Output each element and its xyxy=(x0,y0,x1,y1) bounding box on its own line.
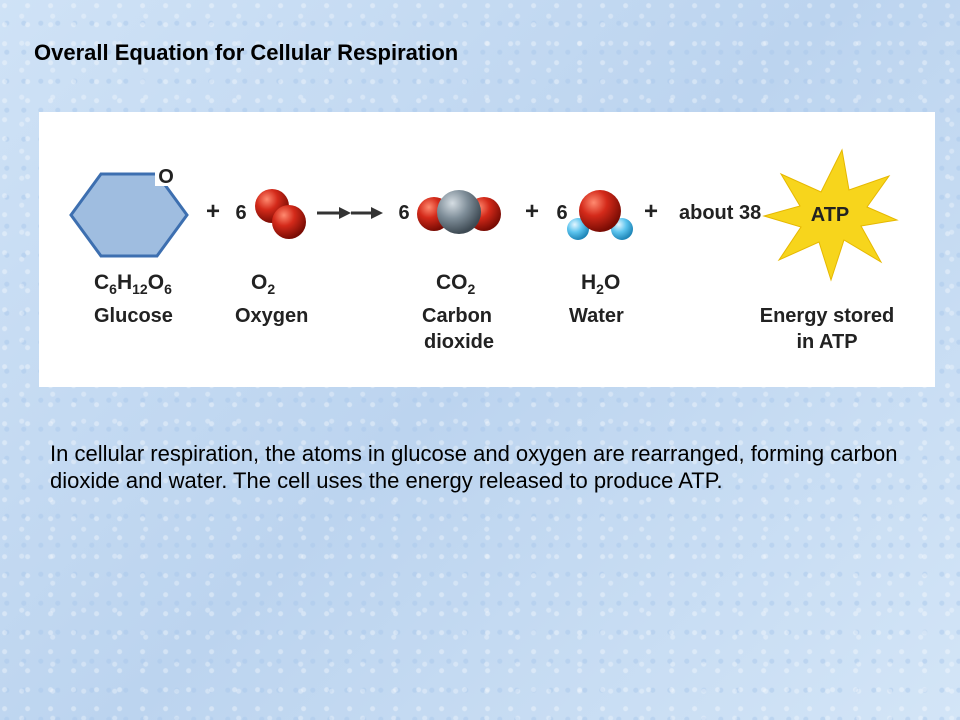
co2-name-line1: Carbon xyxy=(422,305,492,327)
oxygen-formula: O2 xyxy=(251,271,275,297)
carbon-dioxide-molecule-icon xyxy=(417,190,501,234)
atp-prefix-label: about 38 xyxy=(679,202,761,224)
glucose-formula: C6H12O6 xyxy=(94,271,172,297)
water-name: Water xyxy=(569,305,624,327)
plus-sign-2: + xyxy=(525,198,539,225)
glucose-name: Glucose xyxy=(94,305,173,327)
slide-title: Overall Equation for Cellular Respiratio… xyxy=(34,40,459,65)
atp-star-label: ATP xyxy=(811,204,850,226)
equation-diagram: O + 6 6 + 6 xyxy=(39,112,935,387)
atp-name-line1: Energy stored xyxy=(760,305,894,327)
atp-energy-star-icon xyxy=(762,148,899,282)
plus-sign-1: + xyxy=(206,198,220,225)
oxygen-coefficient: 6 xyxy=(235,202,246,224)
description-paragraph: In cellular respiration, the atoms in gl… xyxy=(50,441,898,493)
plus-sign-3: + xyxy=(644,198,658,225)
co2-name-line2: dioxide xyxy=(424,331,494,353)
ring-oxygen-label: O xyxy=(158,166,174,188)
oxygen-molecule-icon xyxy=(255,189,306,239)
co2-formula: CO2 xyxy=(436,271,476,297)
water-molecule-icon xyxy=(567,190,633,240)
water-coefficient: 6 xyxy=(556,202,567,224)
water-formula: H2O xyxy=(581,271,620,297)
atp-name-line2: in ATP xyxy=(796,331,857,353)
co2-coefficient: 6 xyxy=(398,202,409,224)
oxygen-name: Oxygen xyxy=(235,305,308,327)
yields-arrow-icon xyxy=(317,207,383,219)
ring-atom-bg xyxy=(155,164,177,186)
glucose-hexagon-icon xyxy=(69,172,189,258)
